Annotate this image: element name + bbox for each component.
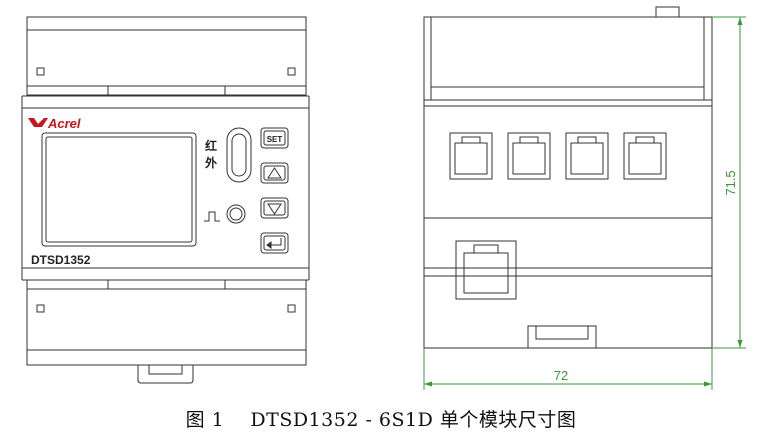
rj45-port	[565, 132, 609, 180]
down-triangle-icon	[267, 203, 282, 215]
brand-name: Acrel	[47, 116, 81, 131]
din-rail-clip	[137, 365, 194, 384]
side-view	[423, 6, 713, 349]
rj45-port	[449, 132, 493, 180]
enter-button[interactable]	[260, 232, 289, 254]
rj45-port-bottom	[455, 240, 517, 300]
side-din-clip	[527, 325, 597, 349]
set-button[interactable]	[260, 127, 289, 149]
infrared-window	[226, 127, 252, 183]
infrared-label-line1: 红	[205, 138, 217, 153]
pulse-led	[226, 204, 246, 224]
front-view	[21, 16, 310, 384]
figure-caption: 图 1 DTSD1352 - 6S1D 单个模块尺寸图	[0, 405, 762, 432]
model-label: DTSD1352	[31, 253, 91, 267]
rj45-port	[623, 132, 667, 180]
brand-logo: Acrel	[28, 116, 81, 131]
rj45-port	[507, 132, 551, 180]
infrared-label-line2: 外	[205, 155, 217, 170]
front-bottom-cover	[26, 279, 307, 366]
height-dimension-label: 71.5	[723, 170, 738, 195]
width-dimension-label: 72	[554, 368, 568, 383]
pulse-icon	[204, 211, 220, 222]
set-button-label: SET	[267, 135, 283, 144]
front-main-body	[21, 107, 310, 269]
rj45-port-row	[449, 132, 667, 180]
dimension-annotations	[423, 16, 746, 390]
front-top-cover	[26, 16, 307, 96]
up-button[interactable]	[260, 162, 289, 184]
up-triangle-icon	[267, 167, 282, 179]
side-outline	[423, 16, 713, 349]
figure-label: 图 1	[185, 409, 225, 431]
figure-title: DTSD1352 - 6S1D 单个模块尺寸图	[250, 409, 577, 431]
enter-return-icon	[269, 238, 282, 246]
down-button[interactable]	[260, 197, 289, 219]
lcd-display-window	[41, 132, 197, 247]
